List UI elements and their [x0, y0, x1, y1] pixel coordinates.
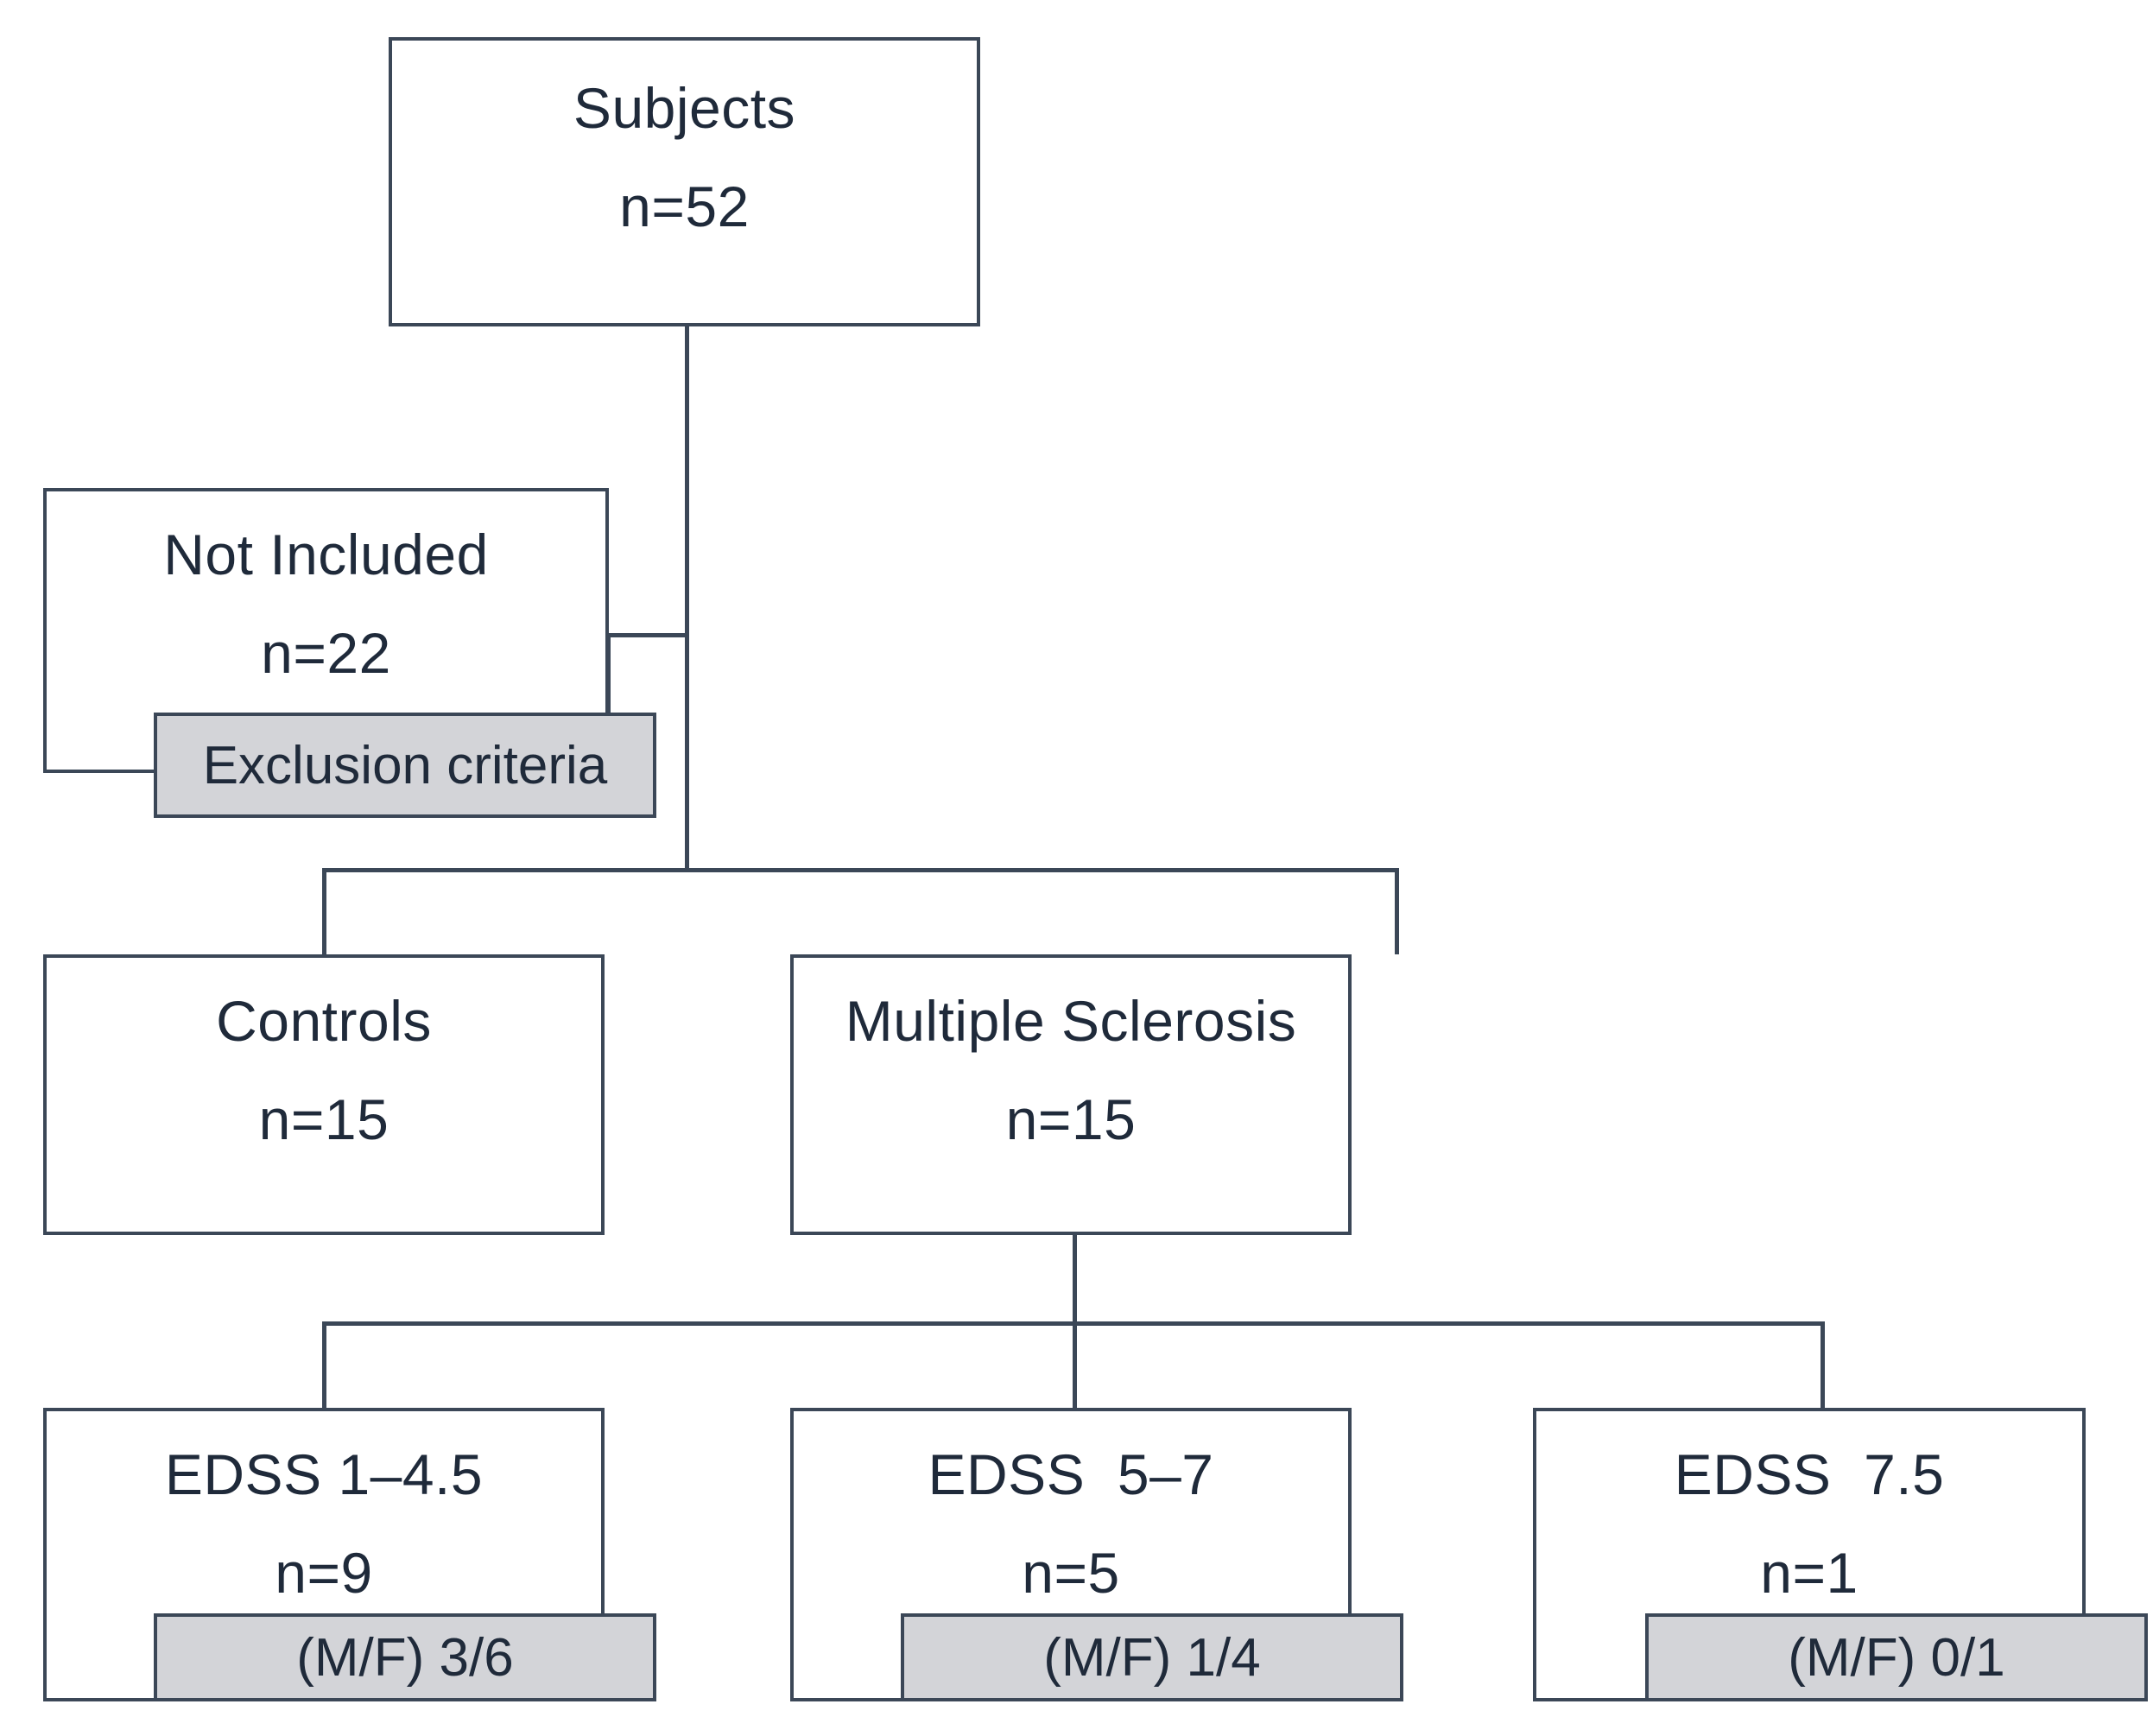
connector-to-not-included — [609, 633, 687, 637]
connector-down-edss-high — [1821, 1321, 1825, 1408]
connector-down-edss-low — [322, 1321, 326, 1408]
node-edss-low-count: n=9 — [275, 1541, 373, 1605]
callout-edss-low-sex-ratio: (M/F) 3/6 — [154, 1613, 656, 1701]
node-edss-high-count: n=1 — [1760, 1541, 1859, 1605]
callout-edss-high-sex-ratio-label: (M/F) 0/1 — [1788, 1627, 2005, 1688]
node-multiple-sclerosis-label: Multiple Sclerosis — [845, 989, 1297, 1053]
connector-down-controls — [322, 868, 326, 954]
node-subjects: Subjects n=52 — [389, 37, 980, 326]
connector-down-ms — [1395, 868, 1399, 954]
callout-exclusion-criteria-label: Exclusion criteria — [202, 735, 608, 795]
callout-exclusion-criteria: Exclusion criteria — [154, 713, 656, 818]
callout-edss-low-sex-ratio-label: (M/F) 3/6 — [296, 1627, 514, 1688]
connector-subjects-spine — [685, 324, 689, 871]
node-subjects-count: n=52 — [619, 174, 750, 238]
node-controls-count: n=15 — [258, 1087, 389, 1151]
node-controls-label: Controls — [216, 989, 432, 1053]
node-edss-high-label: EDSS 7.5 — [1674, 1442, 1945, 1506]
callout-edss-mid-sex-ratio-label: (M/F) 1/4 — [1043, 1627, 1261, 1688]
node-multiple-sclerosis: Multiple Sclerosis n=15 — [790, 954, 1352, 1235]
node-edss-mid-count: n=5 — [1022, 1541, 1120, 1605]
callout-edss-mid-sex-ratio: (M/F) 1/4 — [901, 1613, 1403, 1701]
node-multiple-sclerosis-count: n=15 — [1005, 1087, 1137, 1151]
callout-edss-high-sex-ratio: (M/F) 0/1 — [1645, 1613, 2148, 1701]
node-not-included-label: Not Included — [163, 523, 489, 586]
node-edss-mid-label: EDSS 5–7 — [928, 1442, 1214, 1506]
connector-down-edss-mid — [1073, 1321, 1077, 1408]
node-not-included-count: n=22 — [261, 621, 391, 685]
node-edss-low-label: EDSS 1–4.5 — [164, 1442, 484, 1506]
node-controls: Controls n=15 — [43, 954, 605, 1235]
connector-split-bar-level2 — [322, 868, 1397, 872]
node-subjects-label: Subjects — [573, 76, 796, 140]
connector-ms-spine — [1073, 1233, 1077, 1324]
